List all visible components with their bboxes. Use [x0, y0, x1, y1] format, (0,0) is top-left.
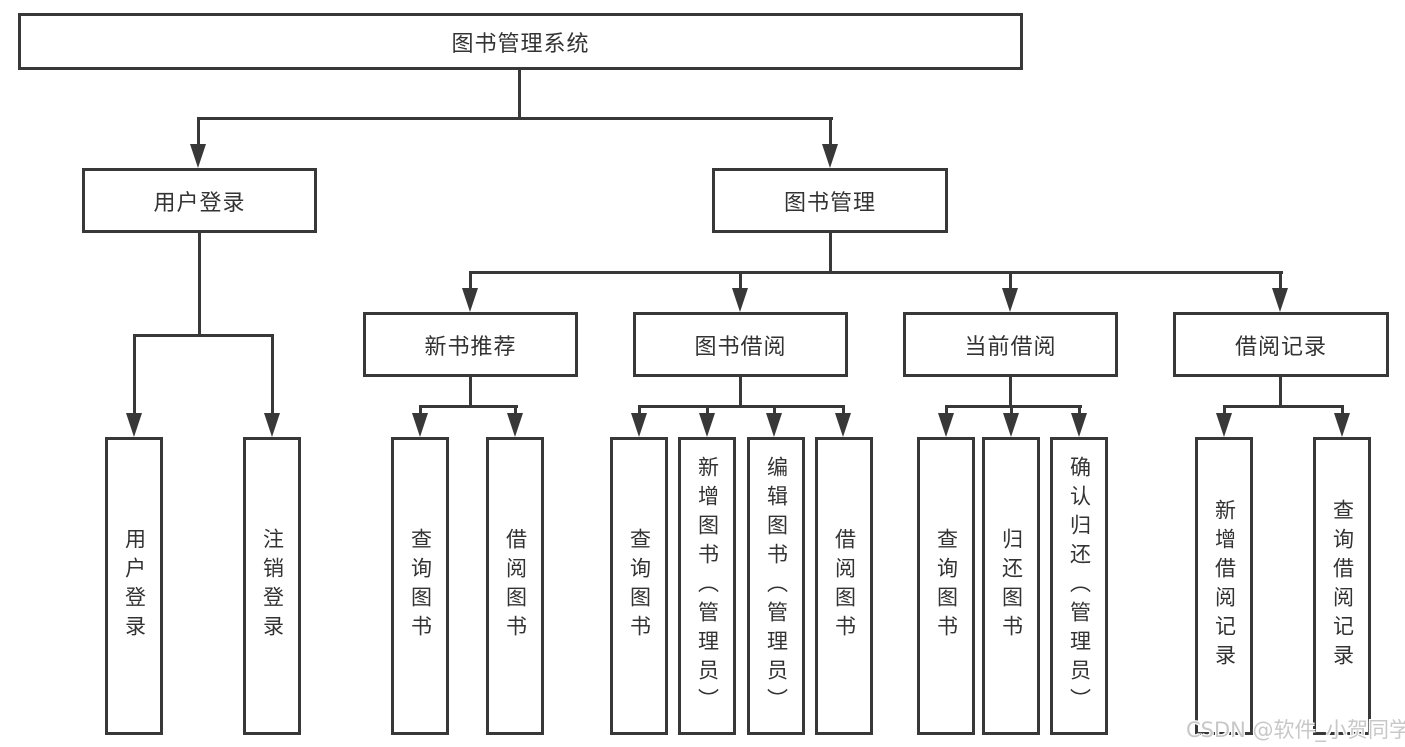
- arrow-down-icon: [822, 144, 838, 168]
- leaf-query-books: 查询图书: [610, 437, 668, 735]
- arrow-down-icon: [938, 413, 954, 437]
- watermark-text: CSDN @软件_小贺同学: [1186, 718, 1405, 742]
- connector-line: [945, 405, 948, 415]
- node-label: 查询图书: [408, 528, 433, 644]
- connector-line: [829, 117, 832, 150]
- connector-line: [1223, 405, 1344, 408]
- arrow-down-icon: [264, 413, 280, 437]
- arrow-down-icon: [1003, 413, 1019, 437]
- node-label: 图书管理系统: [451, 31, 590, 57]
- arrow-down-icon: [1002, 288, 1018, 312]
- arrow-down-icon: [507, 413, 523, 437]
- leaf-borrow-books: 借阅图书: [486, 437, 544, 735]
- leaf-borrow-books: 借阅图书: [815, 437, 873, 735]
- node-label: 编辑图书（管理员）: [764, 455, 789, 717]
- leaf-query-books: 查询图书: [391, 437, 449, 735]
- arrow-down-icon: [835, 413, 851, 437]
- leaf-edit-books-admin: 编辑图书（管理员）: [747, 437, 805, 735]
- connector-line: [773, 405, 776, 415]
- arrow-down-icon: [190, 144, 206, 168]
- arrow-down-icon: [699, 413, 715, 437]
- arrow-down-icon: [766, 413, 782, 437]
- node-label: 新增借阅记录: [1212, 499, 1237, 673]
- arrow-down-icon: [412, 413, 428, 437]
- node-book-management: 图书管理: [712, 168, 948, 233]
- leaf-add-borrow-record: 新增借阅记录: [1195, 437, 1253, 735]
- leaf-return-books: 归还图书: [982, 437, 1040, 735]
- leaf-query-borrow-record: 查询借阅记录: [1313, 437, 1371, 735]
- connector-line: [706, 405, 709, 415]
- connector-line: [1279, 271, 1282, 293]
- connector-line: [638, 405, 845, 408]
- arrow-down-icon: [1334, 413, 1350, 437]
- connector-line: [271, 334, 274, 418]
- connector-line: [945, 405, 1082, 408]
- node-user-login: 用户登录: [82, 168, 317, 233]
- arrow-down-icon: [462, 288, 478, 312]
- node-label: 用户登录: [122, 528, 147, 644]
- node-label: 借阅记录: [1234, 334, 1327, 360]
- node-book-borrowing: 图书借阅: [633, 312, 848, 377]
- connector-line: [469, 376, 472, 407]
- node-label: 图书管理: [783, 190, 876, 216]
- connector-line: [133, 334, 136, 418]
- connector-line: [638, 405, 641, 415]
- leaf-confirm-return-admin: 确认归还（管理员）: [1050, 437, 1108, 735]
- connector-line: [518, 69, 521, 119]
- connector-line: [739, 376, 742, 407]
- node-label: 查询图书: [627, 528, 652, 644]
- arrow-down-icon: [1216, 413, 1232, 437]
- connector-line: [1341, 405, 1344, 415]
- connector-line: [133, 334, 274, 337]
- leaf-query-books: 查询图书: [917, 437, 975, 735]
- node-label: 确认归还（管理员）: [1067, 455, 1092, 717]
- node-label: 归还图书: [999, 528, 1024, 644]
- connector-line: [419, 405, 422, 415]
- connector-line: [842, 405, 845, 415]
- connector-line: [469, 271, 472, 293]
- connector-line: [469, 271, 1283, 274]
- node-current-borrowing: 当前借阅: [903, 312, 1118, 377]
- node-label: 新增图书（管理员）: [695, 455, 720, 717]
- connector-line: [739, 271, 742, 293]
- node-label: 新书推荐: [424, 334, 517, 360]
- connector-line: [1010, 405, 1013, 415]
- node-borrowing-records: 借阅记录: [1173, 312, 1389, 377]
- connector-line: [419, 405, 518, 408]
- connector-line: [1009, 376, 1012, 407]
- node-label: 图书借阅: [694, 334, 787, 360]
- leaf-add-books-admin: 新增图书（管理员）: [678, 437, 736, 735]
- arrow-down-icon: [631, 413, 647, 437]
- node-label: 当前借阅: [964, 334, 1057, 360]
- connector-line: [1223, 405, 1226, 415]
- connector-line: [514, 405, 517, 415]
- arrow-down-icon: [1071, 413, 1087, 437]
- connector-line: [829, 232, 832, 274]
- node-new-book-recommend: 新书推荐: [363, 312, 578, 377]
- connector-line: [1009, 271, 1012, 293]
- node-label: 借阅图书: [503, 528, 528, 644]
- node-label: 借阅图书: [832, 528, 857, 644]
- connector-line: [1078, 405, 1081, 415]
- node-library-management-system: 图书管理系统: [18, 13, 1023, 70]
- arrow-down-icon: [1272, 288, 1288, 312]
- connector-line: [197, 117, 200, 150]
- arrow-down-icon: [732, 288, 748, 312]
- connector-line: [198, 232, 201, 336]
- arrow-down-icon: [126, 413, 142, 437]
- connector-line: [197, 117, 833, 120]
- node-label: 用户登录: [153, 190, 246, 216]
- connector-line: [1279, 376, 1282, 407]
- leaf-user-login: 用户登录: [105, 437, 163, 735]
- leaf-logout-login: 注销登录: [243, 437, 301, 735]
- node-label: 查询借阅记录: [1330, 499, 1355, 673]
- node-label: 注销登录: [260, 528, 285, 644]
- node-label: 查询图书: [934, 528, 959, 644]
